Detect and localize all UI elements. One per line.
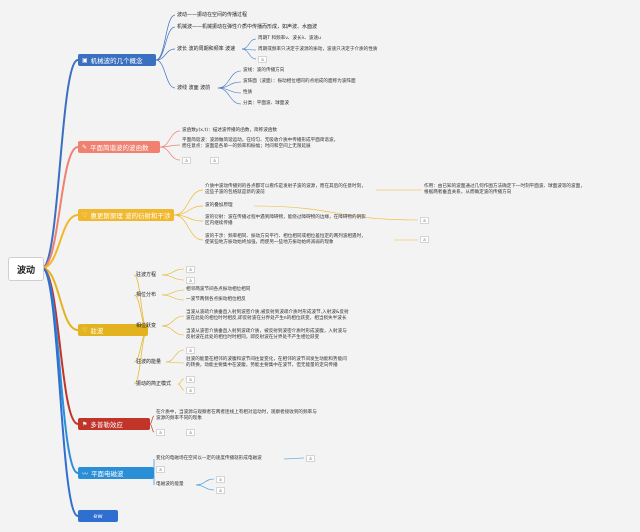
branch-huygens-principle[interactable]: ♡惠更斯原理 波的衍射和干涉 bbox=[78, 209, 174, 221]
phase-same[interactable]: 相邻两波节间各点振动相位相同 bbox=[186, 287, 251, 292]
connector-line bbox=[149, 423, 155, 433]
connector-line bbox=[41, 214, 79, 269]
connector-line bbox=[217, 70, 242, 89]
doppler-def[interactable]: 在介质中，当波源与观察者在两者连线上有相对运动时，观察者接收到的频率与 波源的频… bbox=[156, 410, 317, 421]
phase-opposite[interactable]: 一波节两侧各点振动相位相反 bbox=[186, 297, 246, 302]
connector-line bbox=[161, 294, 185, 301]
wave-icon: 〰 bbox=[82, 470, 89, 478]
mech-wave-params[interactable]: 周期T 和频率ν、波长λ、波速u bbox=[258, 36, 321, 41]
pin-icon: ✎ bbox=[82, 143, 88, 151]
placeholder-node[interactable]: a bbox=[156, 466, 165, 473]
branch-standing-wave[interactable]: ♡驻波 bbox=[78, 324, 148, 336]
normal-modes[interactable]: 振动的简正模式 bbox=[136, 381, 172, 387]
placeholder-node[interactable]: a bbox=[186, 347, 195, 354]
connector-line bbox=[173, 189, 204, 216]
placeholder-node[interactable]: a bbox=[186, 277, 195, 284]
connector-line bbox=[165, 361, 185, 364]
connector-line bbox=[283, 457, 305, 460]
mech-wave-motion[interactable]: 波动——振动在空间的传播过程 bbox=[177, 12, 248, 18]
mech-mechanical-wave[interactable]: 机械波——机械振动在弹性介质中传播而形成，如声波、水面波 bbox=[177, 24, 318, 30]
plane-wave-function[interactable]: 波函数y(x,t)：描述波传播的函数，简称波函数 bbox=[182, 128, 277, 133]
branch-doppler-effect[interactable]: ⚑多普勒效应 bbox=[78, 418, 150, 430]
placeholder-node[interactable]: a bbox=[186, 266, 195, 273]
mech-classification[interactable]: 分类：平面波、球面波 bbox=[243, 101, 289, 106]
placeholder-node[interactable]: a bbox=[186, 429, 195, 436]
connector-line bbox=[177, 378, 185, 385]
connector-line bbox=[41, 267, 79, 331]
standing-wave-equation[interactable]: 驻波方程 bbox=[136, 272, 157, 278]
em-wave-def[interactable]: 变化的电磁场在空间以一定的速度传播就形成电磁波 bbox=[156, 456, 262, 461]
connector-line bbox=[161, 289, 185, 296]
connector-line bbox=[155, 14, 176, 61]
connector-line bbox=[155, 59, 176, 89]
branch-em-wave[interactable]: 〰平面电磁波 bbox=[78, 467, 154, 479]
placeholder-node[interactable]: a bbox=[186, 376, 195, 383]
phase-jump[interactable]: 相位跃变 bbox=[136, 323, 157, 329]
standing-wave-energy[interactable]: 驻波的能量 bbox=[136, 359, 162, 365]
placeholder-node[interactable]: a bbox=[216, 476, 225, 483]
connector-line bbox=[241, 48, 257, 60]
placeholder-node[interactable]: a bbox=[216, 487, 225, 494]
chart-icon: ▣ bbox=[82, 56, 88, 64]
connector-line bbox=[241, 38, 257, 50]
connector-line bbox=[217, 87, 242, 105]
placeholder-node[interactable]: a bbox=[210, 157, 219, 164]
diffraction-def[interactable]: 波的衍射：波在传播过程中遇到障碍物，能绕过障碍物的边缘，在障碍物的阴影 区内继续… bbox=[205, 215, 366, 226]
interference-def[interactable]: 波的干涉：频率相同、振动方向平行、相位相同或相位差恒定的两列波相遇时， 使某些地… bbox=[205, 234, 366, 245]
placeholder-node[interactable]: a bbox=[420, 217, 429, 224]
connector-line bbox=[159, 146, 181, 161]
connector-line bbox=[165, 349, 185, 363]
connector-line bbox=[161, 315, 185, 327]
connector-line bbox=[133, 329, 149, 385]
mech-wave-speed-note[interactable]: 周期或频率只决定于波源的振动，波速只决定于介质的性质 bbox=[258, 47, 378, 52]
half-wave-loss[interactable]: 当波从波疏介质垂直入射到波密介质,被反射到波疏介质时形成波节,入射波&反射 波在… bbox=[186, 310, 349, 321]
branch-plane-harmonic-wave[interactable]: ✎平面简谐波的波函数 bbox=[78, 141, 160, 153]
connector-line bbox=[161, 268, 185, 276]
placeholder-node[interactable]: a bbox=[182, 157, 191, 164]
em-wave-energy[interactable]: 电磁波的能量 bbox=[156, 482, 184, 487]
placeholder-node[interactable]: a bbox=[156, 429, 165, 436]
connector-line bbox=[41, 59, 79, 269]
connector-line bbox=[159, 144, 181, 148]
connector-line bbox=[133, 274, 149, 331]
connector-line bbox=[173, 214, 204, 241]
mech-wavelength-group[interactable]: 波长 波的周期和频率 波速 bbox=[177, 46, 236, 52]
placeholder-node[interactable]: a bbox=[306, 455, 315, 462]
mech-wave-line[interactable]: 波线：波的传播方向 bbox=[243, 68, 285, 73]
heart-icon: ♡ bbox=[82, 326, 88, 334]
mech-properties[interactable]: 性质 bbox=[243, 90, 253, 95]
flag-icon: ⚑ bbox=[82, 420, 88, 428]
connector-line bbox=[161, 325, 185, 336]
placeholder-node[interactable]: a bbox=[258, 56, 267, 63]
connector-line bbox=[155, 48, 176, 61]
mech-wavefront-def[interactable]: 波阵面（波面）：振动相位相同的点组成的面称为波阵面 bbox=[243, 79, 356, 84]
huygens-statement[interactable]: 介质中波动传播到的各点都可以看作是发射子波的波源，而在其后的任意时刻， 这些子波… bbox=[205, 184, 366, 195]
connector-line bbox=[253, 205, 419, 221]
root-topic[interactable]: 波动 bbox=[8, 257, 44, 281]
energy-exchange[interactable]: 驻波的能量在相邻的波腹和波节间往复变化，在相邻的波节间发生动能和势能间 的转换，… bbox=[186, 357, 347, 368]
connector-line bbox=[41, 146, 79, 269]
connector-line bbox=[195, 478, 215, 486]
connector-line bbox=[177, 383, 185, 391]
connector-line bbox=[41, 267, 79, 517]
superposition-principle[interactable]: 波的叠加原理 bbox=[205, 203, 233, 208]
connector-line bbox=[195, 484, 215, 491]
connector-line bbox=[173, 205, 204, 216]
plane-harmonic-def[interactable]: 平面简谐波：波源做简谐运动。在均匀、无吸收介质中传播形成平面简谐波， 而任意点：… bbox=[182, 138, 339, 149]
placeholder-node[interactable]: a bbox=[420, 236, 429, 243]
placeholder-node[interactable]: a bbox=[186, 387, 195, 394]
mech-wavefront-group[interactable]: 波线 波面 波前 bbox=[177, 85, 211, 91]
connector-line bbox=[155, 26, 176, 61]
branch-untitled[interactable]: ew bbox=[78, 510, 118, 522]
connector-line bbox=[149, 415, 155, 425]
connector-line bbox=[159, 130, 181, 148]
heart-icon: ♡ bbox=[82, 211, 88, 219]
no-phase-jump[interactable]: 当波从波密介质垂直入射到波疏介质，被反射到波密介质时形成波腹，入射波与 反射波在… bbox=[186, 329, 347, 340]
phase-distribution[interactable]: 相位分布 bbox=[136, 292, 157, 298]
huygens-application[interactable]: 作用：由已知的波面通过几何作图方法确定下一时刻平面波、球面波等的波面， 根据两者… bbox=[424, 184, 585, 195]
connector-line bbox=[161, 274, 185, 281]
branch-mechanical-waves[interactable]: ▣机械波的几个概念 bbox=[78, 54, 156, 66]
